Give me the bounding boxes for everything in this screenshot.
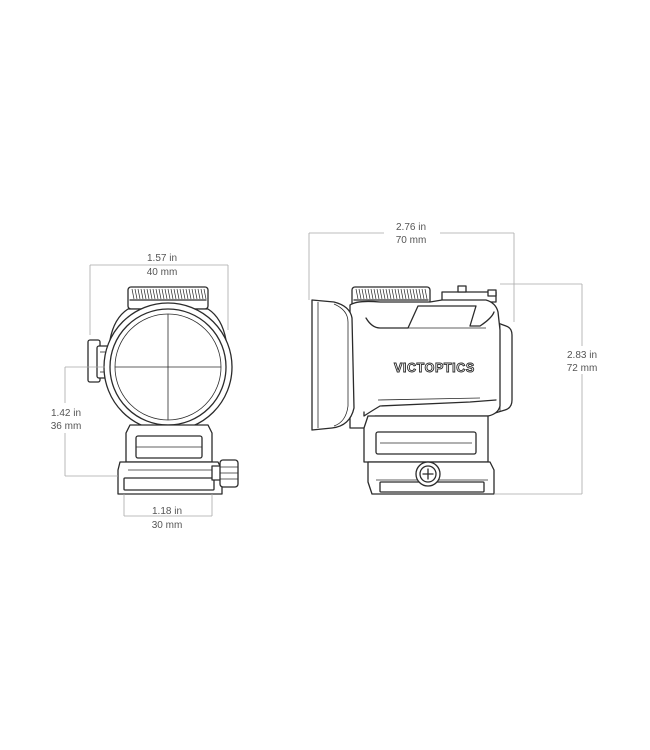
knurl-tick [161, 288, 165, 300]
dimension-front-height: 1.42 in 36 mm [40, 366, 118, 477]
knurl-tick [194, 288, 198, 300]
dimension-side-length: 2.76 in 70 mm [308, 220, 515, 322]
knurl-tick [170, 288, 174, 300]
knurl-tick [382, 288, 386, 300]
side-length-imperial: 2.76 in [396, 222, 426, 233]
knurl-tick [385, 288, 389, 300]
side-height-imperial: 2.83 in [567, 350, 597, 361]
knurl-tick [146, 288, 150, 300]
dimension-side-height: 2.83 in 72 mm [494, 283, 608, 495]
knurl-tick [152, 288, 156, 300]
side-length-metric: 70 mm [396, 235, 427, 246]
knurl-tick [421, 288, 425, 300]
mount-width-metric: 30 mm [152, 520, 183, 531]
knurl-tick [188, 288, 192, 300]
knurl-tick [200, 288, 204, 300]
front-clamp-base [117, 461, 223, 495]
knurl-tick [415, 288, 419, 300]
knurl-tick [412, 288, 416, 300]
knurl-tick [182, 288, 186, 300]
side-housing-lower-ridge [363, 399, 497, 417]
knurl-tick [131, 288, 135, 300]
knurl-tick [203, 288, 207, 300]
knurl-tick [373, 288, 377, 300]
knurl-tick [179, 288, 183, 300]
mount-width-imperial: 1.18 in [152, 506, 182, 517]
front-top-turret [127, 286, 209, 310]
front-width-imperial: 1.57 in [147, 253, 177, 264]
knurl-tick [400, 288, 404, 300]
knurl-tick [197, 288, 201, 300]
knurl-tick [406, 288, 410, 300]
side-objective-hood [311, 299, 355, 431]
knurl-tick [394, 288, 398, 300]
knurl-tick [376, 288, 380, 300]
knurl-tick [397, 288, 401, 300]
side-height-metric: 72 mm [567, 363, 598, 374]
knurl-tick [403, 288, 407, 300]
knurl-tick [391, 288, 395, 300]
knurl-tick [155, 288, 159, 300]
side-view: VICTOPTICS [311, 285, 513, 495]
knurl-tick [361, 288, 365, 300]
knurl-tick [409, 288, 413, 300]
knurl-tick [149, 288, 153, 300]
knurl-tick [424, 288, 428, 300]
front-riser-mount [125, 424, 213, 463]
knurl-tick [355, 288, 359, 300]
front-height-imperial: 1.42 in [51, 408, 81, 419]
knurl-tick [176, 288, 180, 300]
knurl-tick [191, 288, 195, 300]
front-height-metric: 36 mm [51, 421, 82, 432]
brand-logo: VICTOPTICS [394, 361, 475, 375]
knurl-tick [158, 288, 162, 300]
knurl-tick [137, 288, 141, 300]
knurl-tick [143, 288, 147, 300]
knurl-tick [167, 288, 171, 300]
front-width-metric: 40 mm [147, 267, 178, 278]
knurl-tick [134, 288, 138, 300]
dimension-mount-width: 1.18 in 30 mm [123, 494, 213, 531]
knurl-tick [185, 288, 189, 300]
knurl-tick [173, 288, 177, 300]
knurl-tick [418, 288, 422, 300]
knurl-tick [388, 288, 392, 300]
knurl-tick [364, 288, 368, 300]
knurl-tick [379, 288, 383, 300]
knurl-tick [164, 288, 168, 300]
knurl-tick [358, 288, 362, 300]
knurl-tick [370, 288, 374, 300]
knurl-tick [367, 288, 371, 300]
front-clamp-screw [211, 459, 239, 488]
side-housing [349, 299, 501, 429]
front-view [87, 286, 239, 495]
knurl-tick [140, 288, 144, 300]
side-cross-bolt-icon [415, 461, 441, 487]
side-riser-mount [363, 415, 489, 463]
side-housing-ridge [365, 305, 495, 329]
dimension-front-width: 1.57 in 40 mm [89, 253, 229, 335]
